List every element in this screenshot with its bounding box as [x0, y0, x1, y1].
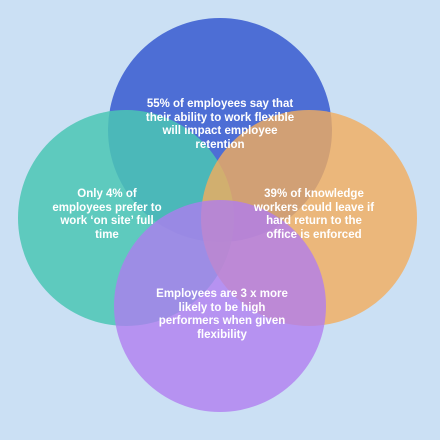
- on-site-stat-text: Only 4% of employees prefer to work ‘on …: [52, 188, 162, 241]
- retention-stat-text: 55% of employees say that their ability …: [145, 98, 295, 151]
- high-performers-stat-text: Employees are 3 x more likely to be high…: [156, 288, 288, 341]
- return-to-office-stat-text: 39% of knowledge workers could leave if …: [253, 188, 375, 241]
- circle-high-performers: [114, 200, 326, 412]
